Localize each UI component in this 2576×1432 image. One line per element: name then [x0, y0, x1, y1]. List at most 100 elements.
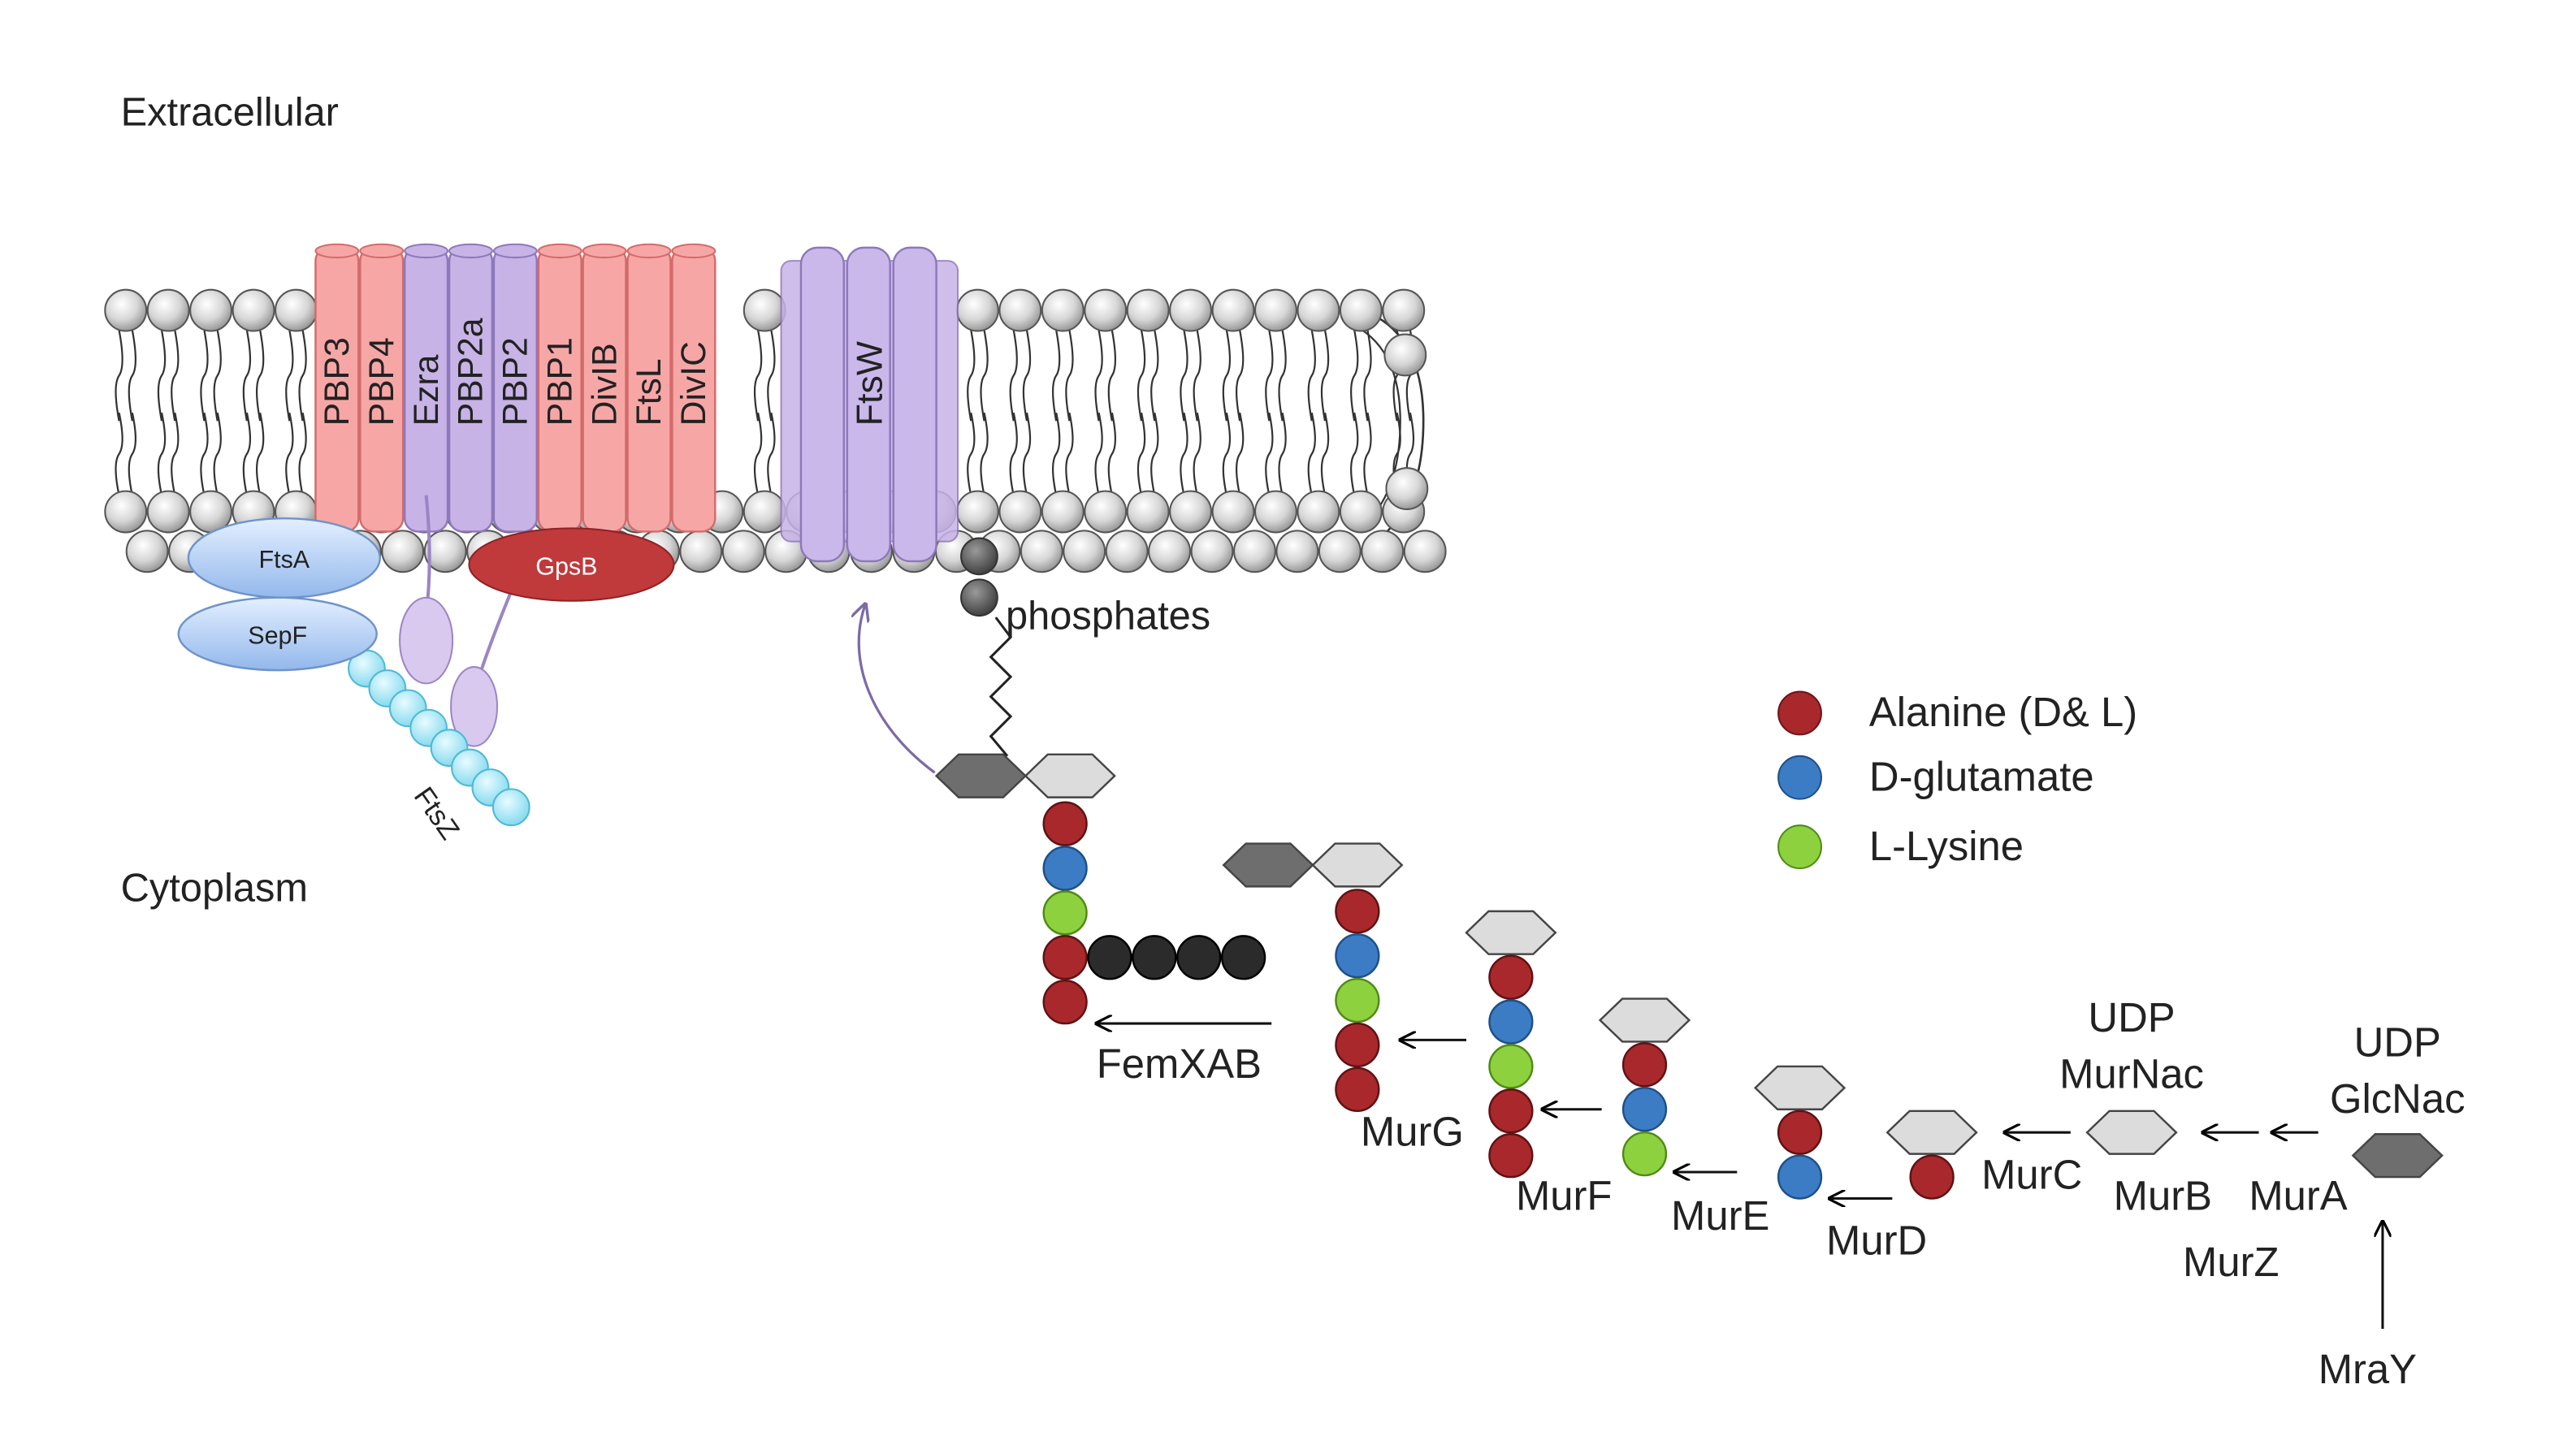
lipid-head: [1403, 530, 1447, 573]
murg-label: MurG: [1361, 1108, 1464, 1154]
lipid-head: [998, 490, 1042, 534]
lipid-tail: [115, 412, 123, 495]
lipid-head: [1041, 490, 1085, 534]
udp-glcnac-sugar: [2351, 1133, 2444, 1179]
murnac-sugar: [1311, 842, 1404, 888]
legend-label-lysine: L-Lysine: [1869, 823, 2024, 869]
phosphate-2: [960, 578, 998, 617]
lipid-head: [1361, 530, 1405, 573]
lipid-tail: [1350, 412, 1359, 495]
membrane-protein-divib: DivIB: [582, 243, 627, 533]
lipid-ii-residue: [1042, 890, 1088, 936]
lipid-head: [104, 490, 148, 534]
lipid-tail: [255, 330, 265, 422]
gpsb-protein: [468, 527, 675, 602]
lipid-tail: [1363, 412, 1372, 495]
lipid-tail: [285, 330, 294, 422]
lipid-tail: [285, 412, 294, 495]
lipid-head: [1275, 530, 1319, 573]
lipid-tail: [767, 412, 776, 495]
murd-product-residue: [1777, 1110, 1823, 1155]
lipid-tail: [1265, 330, 1274, 422]
lipid-tail: [1193, 330, 1201, 422]
murg-substrate-residue: [1335, 1022, 1380, 1068]
murd-product-residue: [1777, 1154, 1823, 1200]
lipid-tail: [242, 412, 252, 495]
mure-product-residue: [1621, 1131, 1668, 1177]
pbp-anchor-shape: [450, 666, 499, 747]
lipid-head: [1148, 530, 1191, 573]
lipid-head: [1254, 288, 1297, 332]
legend-label-alanine: Alanine (D& L): [1869, 689, 2137, 735]
legend-swatch-lysine: [1777, 824, 1822, 870]
mur-pathway: [934, 753, 2444, 1330]
lipid-head: [125, 530, 169, 573]
lipid-tail: [1022, 330, 1032, 422]
lipid-head: [1339, 288, 1383, 332]
enzyme-labels: FemXAB MurG MurF MurE MurD MurC MurB Mur…: [1097, 994, 2466, 1392]
membrane-protein-ftsl: FtsL: [626, 243, 672, 533]
lipid-head: [381, 530, 425, 573]
femxab-label: FemXAB: [1097, 1040, 1262, 1087]
ftsa-label: FtsA: [258, 546, 310, 573]
murf-label: MurF: [1516, 1173, 1613, 1219]
membrane-protein-pbp2a: PBP2a: [448, 243, 494, 533]
murz-label: MurZ: [2183, 1239, 2279, 1285]
lipid-tail: [171, 412, 180, 495]
protein-label-pbp2a: PBP2a: [452, 318, 491, 426]
lipid-tail: [1136, 330, 1146, 422]
udp-murnac-sugar: [2085, 1110, 2178, 1155]
lipid-tail: [1136, 412, 1146, 495]
udp-murnac-label-line2: MurNac: [2059, 1050, 2204, 1097]
lipid-tail: [242, 330, 252, 422]
cytoplasm-label: Cytoplasm: [121, 867, 308, 911]
murg-substrate-residue: [1335, 977, 1380, 1023]
lipid-tail: [128, 412, 137, 495]
lipid-head: [1318, 530, 1362, 573]
lipid-head: [1084, 288, 1128, 332]
udp-glcnac-label-line2: GlcNac: [2330, 1075, 2466, 1122]
lipid-tail: [1051, 330, 1061, 422]
lipid-head: [721, 530, 765, 573]
legend-label-glutamate: D-glutamate: [1869, 754, 2094, 800]
lipid-tail: [1107, 330, 1117, 422]
lipid-tail: [1350, 330, 1359, 422]
legend-swatch-glutamate: [1777, 755, 1822, 800]
mure-label: MurE: [1671, 1192, 1769, 1239]
lipid-head: [1254, 490, 1297, 534]
protein-label-pbp1: PBP1: [540, 337, 579, 426]
lipid-head: [742, 288, 786, 332]
protein-label-ftsl: FtsL: [630, 358, 669, 426]
lipid-tails: [115, 312, 1425, 533]
lipid-tail: [1193, 412, 1201, 495]
extracellular-label: Extracellular: [121, 90, 339, 134]
lipid-tail: [1265, 412, 1274, 495]
lipid-tail: [1278, 330, 1287, 422]
pentaglycine-residue: [1087, 935, 1132, 980]
lipid-head: [679, 530, 723, 573]
lipid-tail: [1235, 412, 1245, 495]
lipid-tail: [1150, 412, 1159, 495]
phosphates-label: phosphates: [1006, 594, 1210, 638]
murnac-sugar: [1753, 1065, 1846, 1110]
murf-product-residue: [1488, 1088, 1534, 1134]
lipid-tail: [213, 412, 222, 495]
lipid-head: [1385, 467, 1429, 511]
lipid-tail: [213, 330, 222, 422]
membrane-protein-pbp1: PBP1: [537, 243, 582, 533]
lipid-head: [1126, 490, 1170, 534]
legend-item-alanine: Alanine (D& L): [1777, 689, 2137, 736]
lipid-tail: [753, 330, 763, 422]
lipid-tail: [967, 412, 976, 495]
murnac-sugar: [1024, 753, 1116, 798]
lipid-head: [955, 288, 999, 332]
lipid-tail: [115, 330, 123, 422]
ftsz-subunit: [491, 788, 530, 827]
glcnac-sugar: [1222, 842, 1314, 888]
lipid-head: [742, 490, 786, 534]
lipid-ii-residue: [1042, 801, 1088, 846]
protein-label-pbp2: PBP2: [496, 337, 535, 426]
